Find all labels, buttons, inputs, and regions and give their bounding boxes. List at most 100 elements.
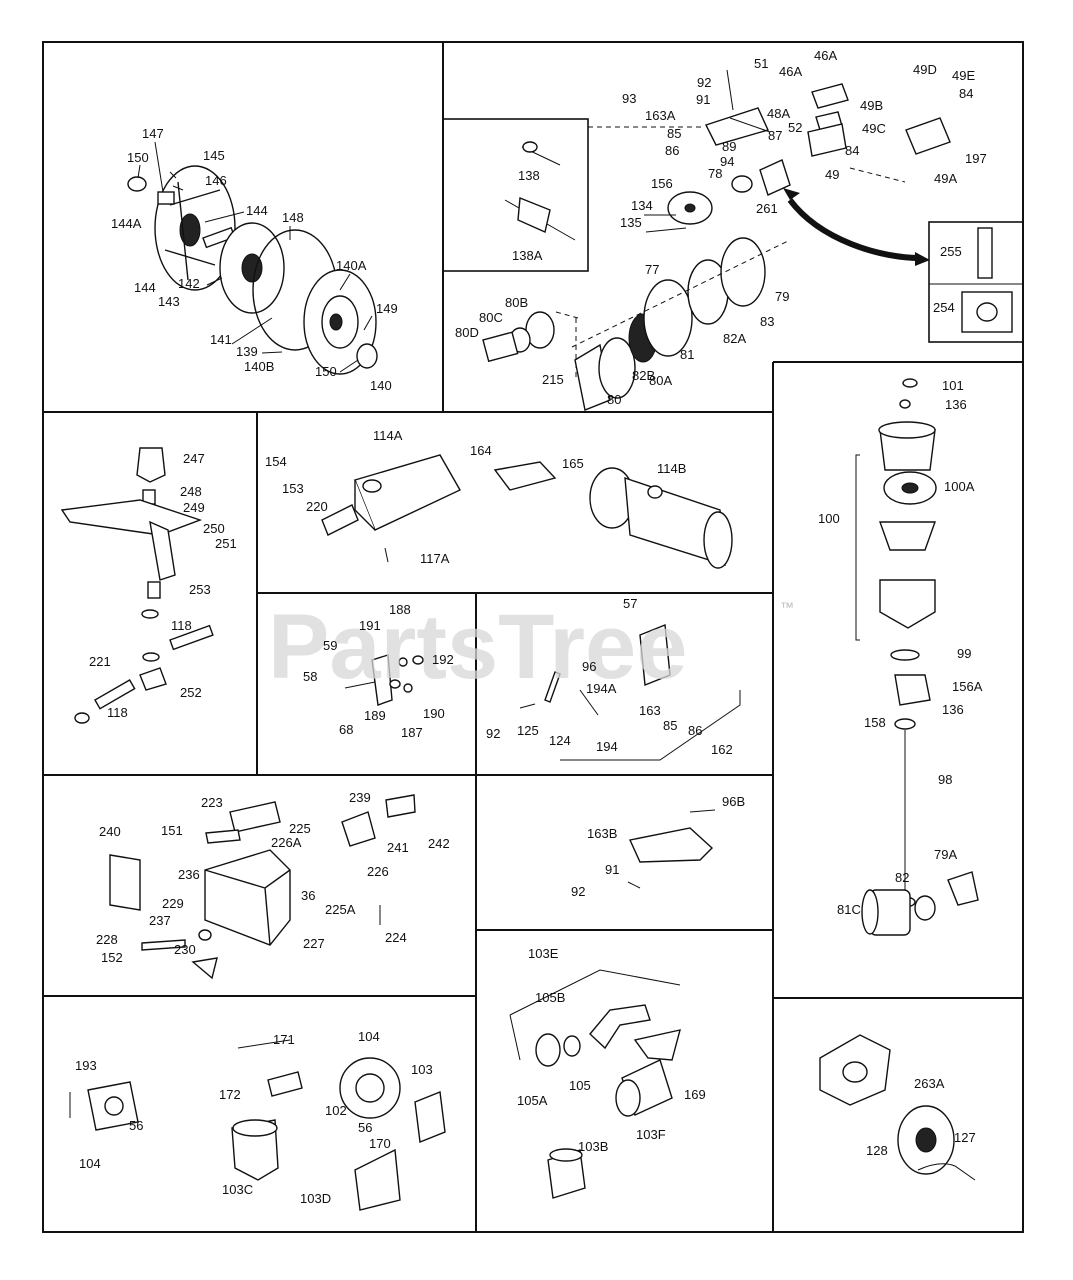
- part-callout: 49E: [952, 68, 975, 83]
- part-callout: 194: [596, 739, 618, 754]
- part-callout: 100: [818, 511, 840, 526]
- part-callout: 249: [183, 500, 205, 515]
- part-callout: 170: [369, 1136, 391, 1151]
- part-callout: 105: [569, 1078, 591, 1093]
- part-callout: 253: [189, 582, 211, 597]
- part-callout: 87: [768, 128, 782, 143]
- part-callout: 191: [359, 618, 381, 633]
- part-callout: 128: [866, 1143, 888, 1158]
- part-callout: 144: [134, 280, 156, 295]
- part-callout: 139: [236, 344, 258, 359]
- part-callout: 36: [301, 888, 315, 903]
- panel-frame: [42, 41, 1024, 1233]
- part-callout: 56: [129, 1118, 143, 1133]
- part-callout: 261: [756, 201, 778, 216]
- control-box-drawing: [109, 794, 416, 980]
- inset-parts-drawing: [961, 227, 1013, 333]
- part-callout: 247: [183, 451, 205, 466]
- part-callout: 142: [178, 276, 200, 291]
- part-callout: 103B: [578, 1139, 608, 1154]
- governor-linkage-drawing: [588, 69, 951, 266]
- part-callout: 223: [201, 795, 223, 810]
- part-callout: 52: [788, 120, 802, 135]
- part-callout: 84: [845, 143, 859, 158]
- spark-arrestor-drawing: [861, 871, 979, 936]
- part-callout: 134: [631, 198, 653, 213]
- part-callout: 240: [99, 824, 121, 839]
- inset-box-138: [442, 118, 589, 272]
- part-callout: 105B: [535, 990, 565, 1005]
- part-callout: 156: [651, 176, 673, 191]
- part-callout: 105A: [517, 1093, 548, 1108]
- part-callout: 79: [775, 289, 789, 304]
- part-callout: 190: [423, 706, 445, 721]
- part-callout: 127: [954, 1130, 976, 1145]
- part-callout: 49C: [862, 121, 886, 136]
- part-callout: 49D: [913, 62, 937, 77]
- part-callout: 78: [708, 166, 722, 181]
- part-callout: 80B: [505, 295, 528, 310]
- leader-lines-panel-1: [137, 141, 373, 373]
- part-callout: 145: [203, 148, 225, 163]
- part-callout: 118: [107, 705, 128, 720]
- part-callout: 197: [965, 151, 987, 166]
- part-callout: 165: [562, 456, 584, 471]
- throttle-linkage-drawing: [519, 624, 741, 761]
- part-callout: 77: [645, 262, 659, 277]
- part-callout: 103E: [528, 946, 559, 961]
- part-callout: 81C: [837, 902, 861, 917]
- part-callout: 227: [303, 936, 325, 951]
- part-callout: 144: [246, 203, 268, 218]
- part-callout: 221: [89, 654, 111, 669]
- part-callout: 239: [349, 790, 371, 805]
- part-callout: 188: [389, 602, 411, 617]
- part-callout: 163: [639, 703, 661, 718]
- part-callout: 237: [149, 913, 171, 928]
- part-callout: 82: [895, 870, 909, 885]
- part-callout: 193: [75, 1058, 97, 1073]
- part-callout: 92: [697, 75, 711, 90]
- inset-box-255-254: [928, 221, 1024, 343]
- part-callout: 89: [722, 139, 736, 154]
- muffler-drawing: [69, 1039, 446, 1211]
- part-callout: 91: [696, 92, 710, 107]
- part-callout: 117A: [420, 551, 450, 566]
- part-callout: 103: [411, 1062, 433, 1077]
- part-callout: 255: [940, 244, 962, 259]
- part-callout: 101: [942, 378, 964, 393]
- part-callout: 230: [174, 942, 196, 957]
- part-callout: 192: [432, 652, 454, 667]
- part-callout: 248: [180, 484, 202, 499]
- part-callout: 250: [203, 521, 225, 536]
- part-callout: 94: [720, 154, 734, 169]
- part-callout: 136: [945, 397, 967, 412]
- part-callout: 136: [942, 702, 964, 717]
- blower-housing-drawing: [819, 1034, 976, 1181]
- part-callout: 114B: [657, 461, 686, 476]
- part-callout: 51: [754, 56, 768, 71]
- part-callout: 169: [684, 1087, 706, 1102]
- part-callout: 99: [957, 646, 971, 661]
- part-callout: 80D: [455, 325, 479, 340]
- part-callout: 150: [315, 364, 337, 379]
- part-callout: 96: [582, 659, 596, 674]
- part-callout: 224: [385, 930, 407, 945]
- part-callout: 154: [265, 454, 287, 469]
- part-callout: 58: [303, 669, 317, 684]
- part-callout: 49: [825, 167, 839, 182]
- part-callout: 162: [711, 742, 733, 757]
- part-callout: 150: [127, 150, 149, 165]
- oil-bath-cleaner-drawing: [855, 378, 937, 908]
- part-callout: 138A: [512, 248, 543, 263]
- bracket-163b-drawing: [627, 809, 716, 889]
- part-callout: 215: [542, 372, 564, 387]
- part-callout: 189: [364, 708, 386, 723]
- part-callout: 57: [623, 596, 637, 611]
- part-callout: 91: [605, 862, 619, 877]
- part-callout: 163A: [645, 108, 676, 123]
- part-callout: 85: [667, 126, 681, 141]
- part-callout: 118: [171, 618, 192, 633]
- part-callout: 59: [323, 638, 337, 653]
- part-callout: 252: [180, 685, 202, 700]
